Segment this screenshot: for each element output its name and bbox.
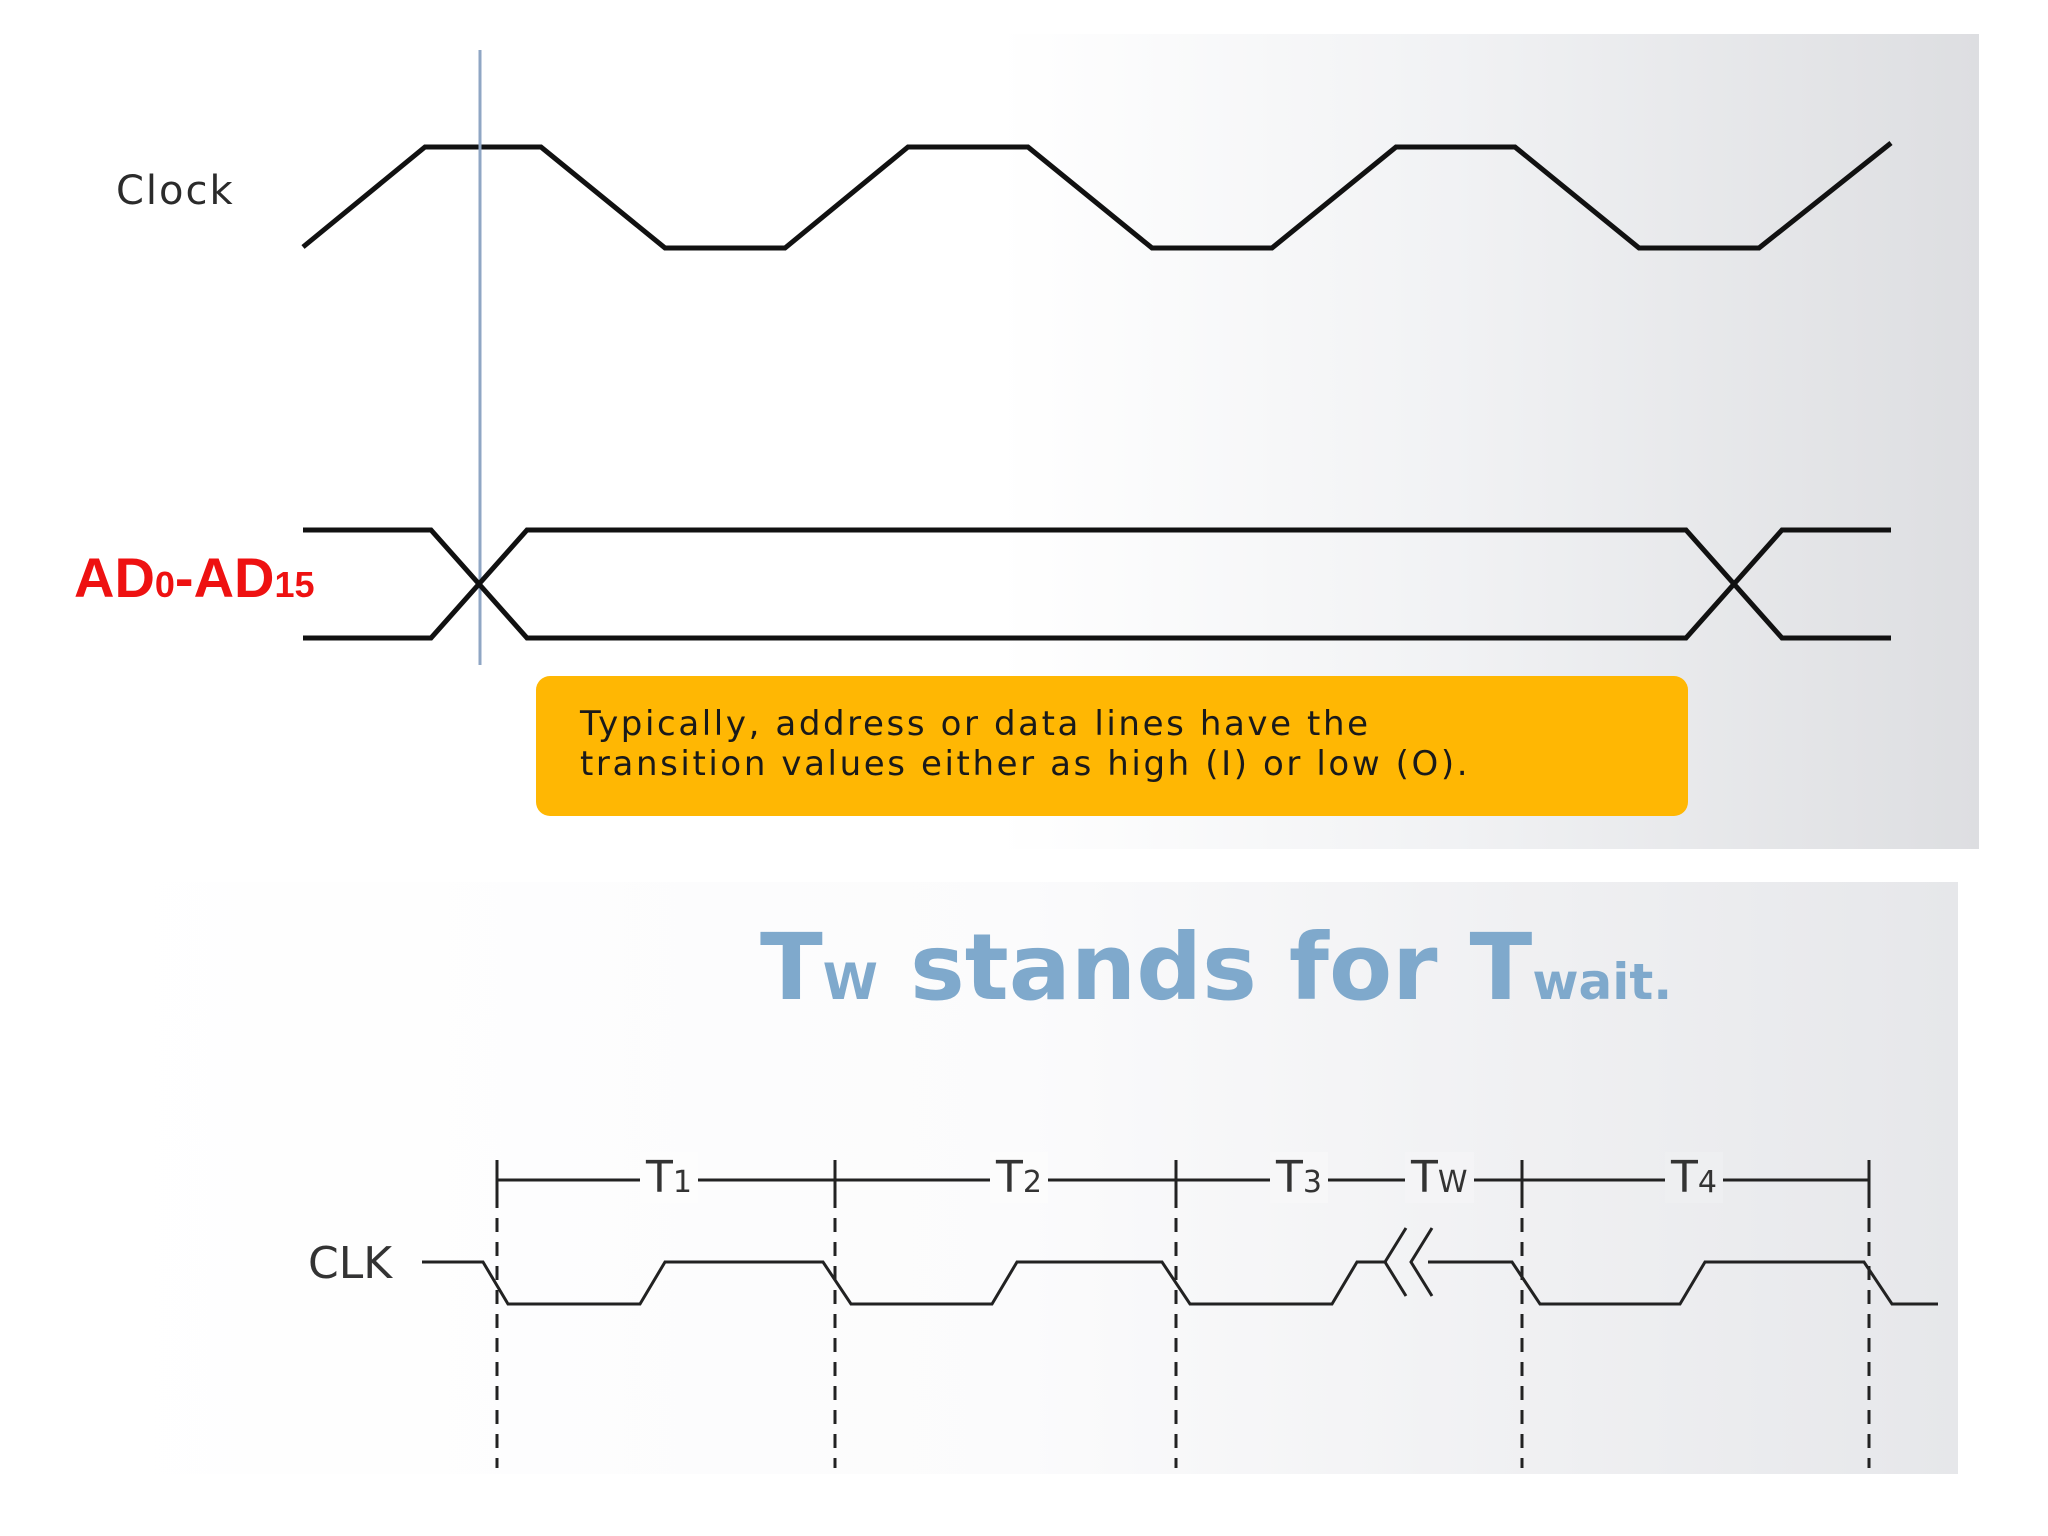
state-label-t3: T3 — [1270, 1152, 1328, 1203]
state-dimension-line — [495, 1160, 1871, 1200]
heading-t-sub: W — [822, 953, 878, 1011]
state-label-tw: TW — [1405, 1152, 1474, 1203]
bus-upper-rail — [303, 527, 1891, 641]
bus-lower-rail — [303, 527, 1891, 641]
state-boundaries — [495, 1170, 1871, 1468]
heading-t: T — [760, 914, 823, 1021]
info-callout: Typically, address or data lines have th… — [536, 676, 1688, 816]
bus-label-sub-end: 15 — [274, 564, 315, 605]
wait-break-symbol — [1383, 1227, 1434, 1297]
state-label-t1: T1 — [640, 1152, 698, 1203]
heading-t2: T — [1469, 914, 1533, 1021]
wait-heading: TW stands for Twait. — [760, 918, 1672, 1032]
bus-label: AD0-AD15 — [74, 545, 315, 610]
clk-label: CLK — [308, 1238, 393, 1289]
clock-waveform — [301, 141, 1893, 251]
state-label-t2: T2 — [990, 1152, 1048, 1203]
heading-t2-sub: wait. — [1532, 953, 1673, 1011]
clk-waveform — [422, 1260, 1387, 1306]
bus-label-separator: -AD — [174, 546, 275, 609]
bus-label-main: AD — [74, 546, 155, 609]
callout-line-2: transition values either as high (I) or … — [580, 744, 1471, 784]
state-label-t4: T4 — [1665, 1152, 1723, 1203]
clk-waveform-after-wait — [1428, 1260, 1938, 1306]
callout-line-1: Typically, address or data lines have th… — [580, 704, 1371, 744]
bus-label-sub-start: 0 — [154, 564, 175, 605]
clock-label: Clock — [116, 168, 235, 214]
heading-middle: stands for — [877, 914, 1470, 1021]
